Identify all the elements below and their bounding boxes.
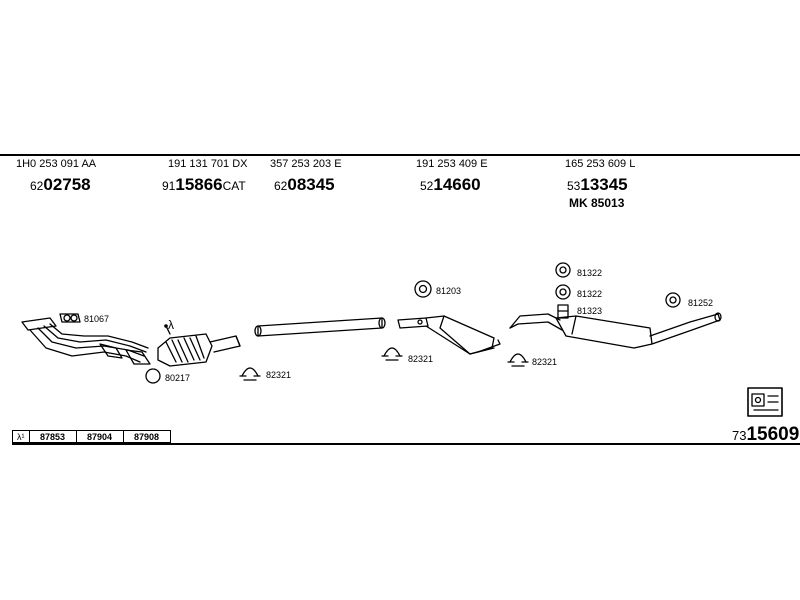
article-prefix: 62 [274,179,288,193]
label-clamp-rear: 82321 [532,357,558,367]
label-gasket-front: 81067 [84,314,110,324]
reference-box-icon [747,387,783,417]
part-article-number: 9115866CAT [162,176,246,195]
part-oem-number: 191 131 701 DX [168,158,248,170]
ring-80217-drawing [145,368,161,384]
hanger-81322-a-drawing [555,262,571,278]
label-hanger-1: 81322 [577,268,603,278]
hanger-81323-drawing [557,304,569,319]
article-prefix: 53 [567,179,581,193]
label-hanger-tail: 81252 [688,298,714,308]
article-main: 08345 [287,175,335,194]
part-oem-number: 165 253 609 L [565,158,636,170]
gasket-81203-drawing [414,280,432,298]
diagram-reference-number: 7315609 [732,424,799,447]
part-article-number: 5214660 [420,176,481,195]
article-main: 14660 [433,175,481,194]
article-main: 13345 [580,175,628,194]
part-oem-number: 191 253 409 E [416,158,488,170]
clamp-82321-c-drawing [507,353,529,367]
lambda-symbol-cell: λ¹ [12,430,30,443]
label-hanger-2: 81322 [577,289,603,299]
label-clamp-cat: 82321 [266,370,292,380]
clamp-82321-b-drawing [381,347,403,361]
table-row: λ¹ 87853 87904 87908 [12,430,171,443]
lambda-sensor-table: λ¹ 87853 87904 87908 [12,430,171,443]
gasket-81067-drawing [59,313,81,323]
catalytic-converter-drawing [157,325,241,367]
middle-silencer-drawing [397,315,501,355]
article-prefix: 91 [162,179,176,193]
reference-prefix: 73 [732,428,747,443]
hanger-81322-b-drawing [555,284,571,300]
lambda-sensor-drawing [164,324,168,328]
article-prefix: 52 [420,179,434,193]
article-prefix: 62 [30,179,44,193]
label-gasket-mid: 81203 [436,286,462,296]
hanger-81252-drawing [665,292,681,308]
front-pipe-drawing [21,317,151,365]
part-oem-number: 357 253 203 E [270,158,342,170]
part-article-number: 5313345 [567,176,628,195]
reference-main: 15609 [746,424,800,445]
label-hanger-3: 81323 [577,306,603,316]
article-suffix: CAT [222,179,246,193]
sensor-number-cell: 87908 [122,430,171,443]
part-oem-number: 1H0 253 091 AA [16,158,97,170]
article-main: 15866 [175,175,223,194]
clamp-82321-a-drawing [239,367,261,381]
rear-silencer-drawing [509,312,722,349]
label-clamp-mid: 82321 [408,354,434,364]
label-lambda: λ [168,318,174,332]
sensor-number-cell: 87904 [75,430,124,443]
intermediate-pipe-drawing [254,317,386,337]
label-ring-cat: 80217 [165,373,191,383]
sensor-number-cell: 87853 [28,430,77,443]
part-article-number: 6202758 [30,176,91,195]
mounting-kit-number: MK 85013 [569,196,625,210]
part-article-number: 6208345 [274,176,335,195]
article-main: 02758 [43,175,91,194]
